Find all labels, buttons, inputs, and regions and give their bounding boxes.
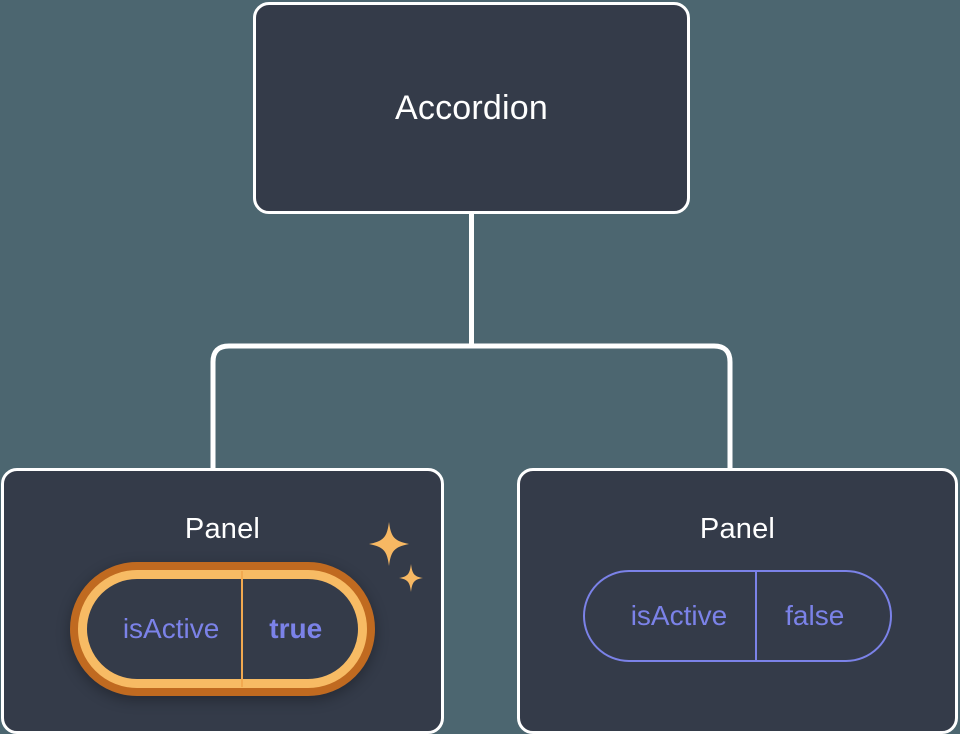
prop-pill-left-value: true (241, 571, 366, 687)
prop-pill-is-active-false[interactable]: isActive false (582, 570, 893, 662)
sparkle-large-icon (369, 522, 410, 566)
node-panel-left-title: Panel (184, 513, 261, 545)
connector-branch-bus (210, 343, 733, 470)
node-panel-right[interactable]: Panel isActive false (517, 468, 958, 734)
node-panel-right-title: Panel (699, 513, 776, 545)
prop-pill-right-key: isActive (630, 600, 728, 631)
node-accordion-title: Accordion (395, 89, 548, 127)
sparkles-icon (369, 522, 424, 592)
sparkle-small-icon (399, 564, 424, 592)
prop-pill-left-wrapper: isActive true (69, 522, 424, 696)
prop-pill-left-key: isActive (122, 613, 220, 644)
node-accordion[interactable]: Accordion (253, 2, 690, 214)
prop-pill-right-wrapper: isActive false (582, 570, 893, 662)
node-panel-left[interactable]: Panel isActive true (1, 468, 444, 734)
prop-pill-right-value: false (755, 572, 890, 660)
prop-pill-is-active-true[interactable]: isActive true (69, 562, 376, 696)
